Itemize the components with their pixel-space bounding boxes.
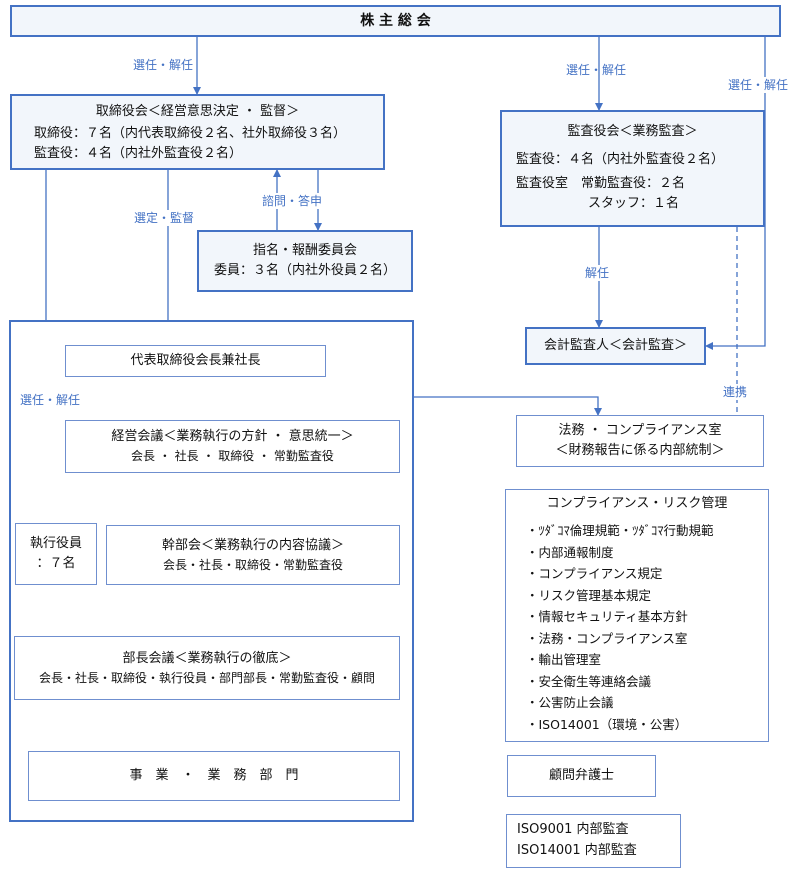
executive-officers-line1: 執行役員 bbox=[29, 536, 82, 551]
shareholders-meeting-title: 株 主 総 会 bbox=[360, 13, 431, 29]
management-meeting-title: 経営会議＜業務執行の方針 ・ 意思統一＞ bbox=[111, 429, 354, 444]
audit-board-box: 監査役会＜業務監査＞ 監査役：４名（内社外監査役２名） 監査役室 常勤監査役：２… bbox=[500, 110, 765, 227]
list-item: ・リスク管理基本規定 bbox=[526, 587, 652, 603]
label-select-supervise: 選定・監督 bbox=[134, 210, 195, 226]
iso-audits-box: ISO9001 内部監査 ISO14001 内部監査 bbox=[506, 814, 681, 868]
legal-compliance-line1: 法務 ・ コンプライアンス室 bbox=[558, 423, 722, 438]
label-cooperation: 連携 bbox=[723, 384, 748, 400]
label-elect-dismiss-officers: 選任・解任 bbox=[20, 392, 81, 408]
department-heads-members: 会長・社長・取締役・執行役員・部門部長・常勤監査役・顧問 bbox=[38, 670, 375, 685]
label-consult-report: 諮問・答申 bbox=[262, 193, 323, 209]
executive-officers-box: 執行役員 ：７名 bbox=[15, 523, 97, 585]
management-meeting-box: 経営会議＜業務執行の方針 ・ 意思統一＞ 会長 ・ 社長 ・ 取締役 ・ 常勤監… bbox=[65, 420, 400, 473]
compliance-risk-box: コンプライアンス・リスク管理 ・ﾂﾀﾞｺﾏ倫理規範・ﾂﾀﾞｺﾏ行動規範 ・内部通… bbox=[505, 489, 769, 742]
department-heads-box: 部長会議＜業務執行の徹底＞ 会長・社長・取締役・執行役員・部門部長・常勤監査役・… bbox=[14, 636, 400, 700]
board-title: 取締役会＜経営意思決定 ・ 監督＞ bbox=[95, 104, 300, 119]
label-elect-dismiss-audit: 選任・解任 bbox=[566, 63, 627, 77]
list-item: ・ISO14001（環境・公害） bbox=[526, 716, 688, 732]
audit-board-office: 監査役室 常勤監査役：２名 bbox=[516, 176, 686, 191]
business-departments-title: 事 業 ・ 業 務 部 門 bbox=[129, 768, 299, 783]
legal-advisor-title: 顧問弁護士 bbox=[548, 768, 614, 783]
business-departments-box: 事 業 ・ 業 務 部 門 bbox=[28, 751, 400, 801]
nomination-committee-members: 委員：３名（内社外役員２名） bbox=[213, 263, 396, 278]
external-auditor-box: 会計監査人＜会計監査＞ bbox=[525, 327, 706, 365]
legal-advisor-box: 顧問弁護士 bbox=[507, 755, 656, 797]
label-elect-dismiss-external: 選任・解任 bbox=[728, 77, 789, 93]
list-item: ・情報セキュリティ基本方針 bbox=[526, 609, 688, 624]
compliance-risk-title: コンプライアンス・リスク管理 bbox=[546, 496, 728, 511]
list-item: ・ﾂﾀﾞｺﾏ倫理規範・ﾂﾀﾞｺﾏ行動規範 bbox=[526, 523, 714, 538]
audit-board-auditors: 監査役：４名（内社外監査役２名） bbox=[516, 152, 725, 167]
list-item: ・公害防止会議 bbox=[526, 695, 614, 710]
executive-committee-title: 幹部会＜業務執行の内容協議＞ bbox=[161, 537, 344, 553]
compliance-risk-list: ・ﾂﾀﾞｺﾏ倫理規範・ﾂﾀﾞｺﾏ行動規範 ・内部通報制度 ・コンプライアンス規定… bbox=[526, 520, 714, 735]
executive-officers-line2: ：７名 bbox=[36, 556, 76, 571]
list-item: ・安全衛生等連絡会議 bbox=[526, 673, 652, 689]
board-directors: 取締役：７名（内代表取締役２名、社外取締役３名） bbox=[34, 126, 347, 141]
list-item: ・コンプライアンス規定 bbox=[526, 566, 663, 581]
president-box: 代表取締役会長兼社長 bbox=[65, 345, 326, 377]
label-elect-dismiss-board: 選任・解任 bbox=[133, 58, 194, 72]
executive-committee-box: 幹部会＜業務執行の内容協議＞ 会長・社長・取締役・常勤監査役 bbox=[106, 525, 400, 585]
iso14001-audit: ISO14001 内部監査 bbox=[517, 843, 637, 858]
department-heads-title: 部長会議＜業務執行の徹底＞ bbox=[122, 650, 292, 666]
external-auditor-title: 会計監査人＜会計監査＞ bbox=[543, 338, 687, 353]
list-item: ・法務・コンプライアンス室 bbox=[526, 630, 688, 646]
nomination-committee-title: 指名・報酬委員会 bbox=[252, 243, 357, 258]
nomination-committee-box: 指名・報酬委員会 委員：３名（内社外役員２名） bbox=[197, 230, 413, 292]
list-item: ・輸出管理室 bbox=[526, 652, 602, 667]
management-meeting-members: 会長 ・ 社長 ・ 取締役 ・ 常勤監査役 bbox=[131, 449, 334, 463]
iso9001-audit: ISO9001 内部監査 bbox=[517, 822, 629, 837]
audit-board-staff: スタッフ：１名 bbox=[588, 196, 680, 211]
label-dismiss: 解任 bbox=[585, 265, 610, 281]
shareholders-meeting-box: 株 主 総 会 bbox=[10, 5, 781, 37]
president-title: 代表取締役会長兼社長 bbox=[130, 353, 261, 368]
legal-compliance-line2: ＜財務報告に係る内部統制＞ bbox=[555, 443, 725, 458]
audit-board-title: 監査役会＜業務監査＞ bbox=[567, 124, 698, 139]
arrow-shareholders-to-external-auditor bbox=[705, 36, 766, 350]
list-item: ・内部通報制度 bbox=[526, 544, 614, 560]
board-of-directors-box: 取締役会＜経営意思決定 ・ 監督＞ 取締役：７名（内代表取締役２名、社外取締役３… bbox=[10, 94, 385, 170]
legal-compliance-box: 法務 ・ コンプライアンス室 ＜財務報告に係る内部統制＞ bbox=[516, 415, 764, 467]
executive-committee-members: 会長・社長・取締役・常勤監査役 bbox=[162, 557, 343, 572]
board-auditors: 監査役：４名（内社外監査役２名） bbox=[34, 146, 243, 161]
